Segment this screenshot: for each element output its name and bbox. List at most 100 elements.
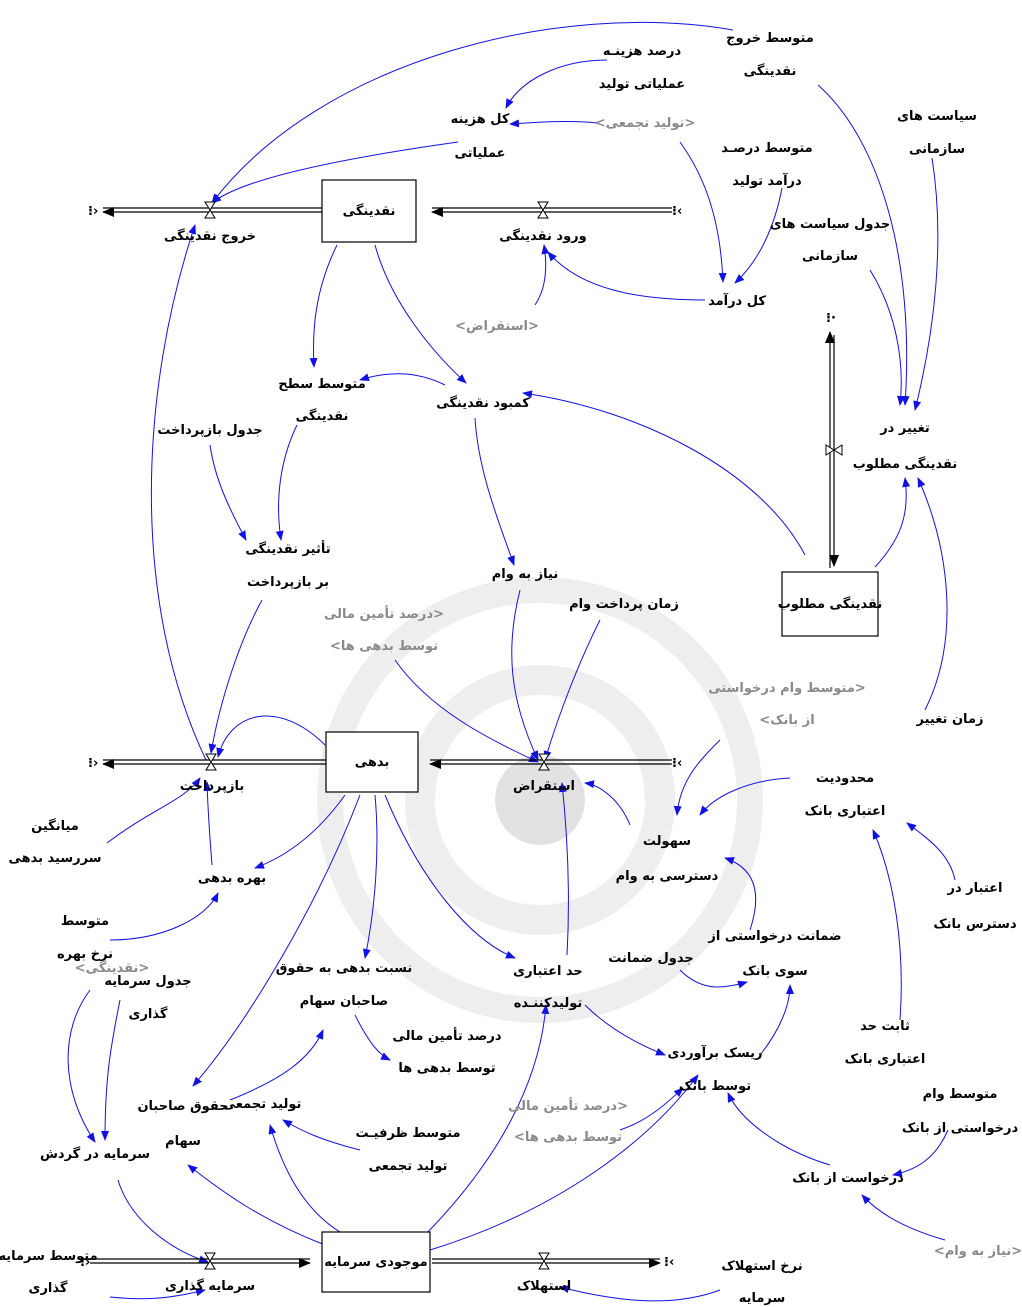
var-cost-pct-l2: عملیاتی تولید	[599, 77, 685, 92]
link-production-to-income	[679, 141, 727, 283]
shadow-borrowing: <استقراض>	[455, 319, 539, 334]
var-policies-l1: سیاست های	[897, 109, 977, 124]
stock-capital-box	[321, 1231, 431, 1293]
var-income-pct-l2: درآمد تولید	[732, 172, 802, 189]
stock-liquidity: نقدینگی	[343, 203, 396, 219]
clouds: ⁝› ⁝‹ ⁝· ⁝› ⁝‹ ⁝› ⁝‹	[80, 204, 836, 1270]
link-liquidity-to-avg-level	[309, 244, 338, 368]
var-producer-limit-l2: تولیدکننـده	[514, 996, 583, 1011]
link-interest-to-repayment	[203, 781, 213, 866]
link-repayment-to-outflow	[150, 224, 207, 761]
link-loan-need-to-request	[861, 1194, 946, 1241]
var-policy-table-l2: سازمانی	[802, 249, 858, 264]
link-ratio-to-pct	[354, 1014, 391, 1061]
cloud-inflow: ⁝‹	[672, 204, 682, 219]
link-capital-to-risk	[429, 1074, 699, 1251]
link-borrowing-to-inflow	[534, 244, 550, 306]
link-liquidity-shadow-to-working	[67, 989, 96, 1143]
var-avg-loan-l1: متوسط وام	[923, 1087, 998, 1102]
var-equity-l1: حقوق صاحبان	[137, 1099, 228, 1114]
link-credit-limit-to-ease	[699, 777, 791, 816]
link-avg-outflow-to-outflow	[211, 21, 734, 204]
link-capital-to-credit-limit	[419, 1004, 550, 1241]
link-avg-loan-to-ease	[673, 739, 721, 816]
link-total-cost-to-outflow	[211, 141, 459, 204]
var-total-income: کل درآمد	[708, 292, 766, 309]
link-avg-inv-to-investment	[109, 1288, 206, 1300]
flow-liquidity-inflow: ورود نقدینگی	[499, 228, 587, 244]
link-capital-to-production	[268, 1124, 346, 1236]
var-loan-need: نیاز به وام	[492, 567, 558, 582]
shadow-debt-pct-2-l1: درصد تأمین مالی>	[508, 1097, 628, 1114]
link-inv-table-to-working	[101, 999, 121, 1141]
stock-desired-liquidity: نقدینگی مطلوب	[778, 596, 882, 612]
var-policy-table-l1: جدول سیاست های	[770, 217, 891, 232]
var-fixed-limit-l1: ثابت حد	[860, 1019, 910, 1034]
valve-depreciation	[538, 1252, 550, 1270]
link-rate-to-interest	[109, 892, 219, 941]
var-avg-level-l1: متوسط سطح	[278, 377, 366, 392]
link-cost-pct-to-total-cost	[505, 59, 608, 109]
var-change-l1: تغییر در	[879, 421, 930, 436]
var-ratio-l1: نسبت بدهی به حقوق	[276, 961, 413, 976]
shadow-variables: <تولید تجمعی> <استقراض> درصد تأمین مالی>…	[75, 116, 1022, 1259]
link-request-to-risk	[727, 1092, 831, 1166]
link-liquidity-to-shortage	[374, 244, 467, 384]
var-fixed-limit-l2: اعتباری بانک	[845, 1052, 926, 1067]
link-policies-to-change	[913, 157, 939, 411]
link-debt-to-credit-limit	[384, 794, 516, 959]
var-total-cost-l1: کل هزینه	[451, 112, 510, 127]
valve-desired	[825, 444, 843, 456]
link-production-to-total-cost	[509, 119, 599, 128]
link-shortage-to-avg-level	[359, 373, 446, 386]
var-avg-outflow-l2: نقدینگی	[744, 63, 797, 79]
var-production: تولید تجمعی	[223, 1097, 302, 1112]
var-capacity-l2: تولید تجمعی	[369, 1159, 448, 1174]
var-risk-l2: توسط بانک	[679, 1079, 751, 1094]
stock-capital: موجودی سرمایه	[324, 1255, 427, 1270]
flow-pipes	[90, 207, 839, 1268]
shadow-debt-pct-1-l1: درصد تأمین مالی>	[324, 605, 444, 622]
link-credit-limit-to-risk	[584, 1004, 666, 1056]
cloud-borrowing: ⁝‹	[672, 756, 682, 771]
var-credit-limit-l1: محدودیت	[816, 771, 874, 786]
var-interest: بهره بدهی	[198, 871, 266, 886]
cloud-investment: ⁝›	[80, 1255, 90, 1270]
link-fixed-to-limit	[872, 829, 902, 1021]
link-shortage-to-loan-need	[474, 417, 515, 566]
var-equity-l2: سهام	[165, 1134, 201, 1149]
valve-outflow	[204, 201, 216, 219]
link-policy-table-to-change	[869, 269, 905, 406]
link-payment-time-to-borrowing	[543, 619, 601, 761]
var-credit-limit-l2: اعتباری بانک	[805, 804, 886, 819]
var-inv-table-l1: جدول سرمایه	[104, 974, 191, 989]
variables: متوسط خروج نقدینگی درصد هزینـه عملیاتی ت…	[0, 31, 1018, 1306]
var-dep-rate-l2: سرمایه	[739, 1291, 786, 1306]
shadow-loan-need: <نیاز به وام>	[934, 1244, 1022, 1259]
var-payment-time: زمان پرداخت وام	[569, 597, 679, 612]
var-change-l2: نقدینگی مطلوب	[853, 456, 957, 472]
link-dep-rate-to-depreciation	[559, 1285, 721, 1302]
var-policies-l2: سازمانی	[909, 142, 965, 157]
link-capacity-to-production	[282, 1119, 361, 1151]
var-maturity-l2: سررسید بدهی	[8, 851, 101, 866]
link-debt-to-repayment	[216, 715, 326, 758]
link-loan-need-to-borrowing	[511, 589, 539, 761]
watermark	[317, 577, 763, 1023]
var-avg-inv-l1: متوسط سرمایه	[0, 1249, 98, 1264]
shadow-debt-pct-1-l2: <توسط بدهی ها	[330, 639, 438, 654]
valve-borrowing	[538, 753, 550, 771]
var-risk-l1: ریسک برآوردی	[667, 1044, 762, 1061]
link-debt-to-interest	[254, 794, 346, 869]
var-request: درخواست از بانک	[792, 1171, 904, 1186]
stock-liquidity-box	[321, 179, 417, 243]
link-capital-to-equity	[187, 1164, 326, 1246]
var-ratio-l2: صاحبان سهام	[300, 994, 388, 1009]
stocks: نقدینگی نقدینگی مطلوب بدهی موجودی سرمایه	[321, 179, 882, 1293]
var-avg-inv-l2: گذاری	[29, 1280, 68, 1296]
flow-repayment: بازپرداخت	[180, 779, 244, 794]
var-shortage: کمبود نقدینگی	[436, 395, 530, 411]
var-cost-pct-l1: درصد هزینـه	[603, 44, 682, 59]
link-available-to-limit	[906, 822, 956, 881]
valves	[204, 201, 843, 1270]
